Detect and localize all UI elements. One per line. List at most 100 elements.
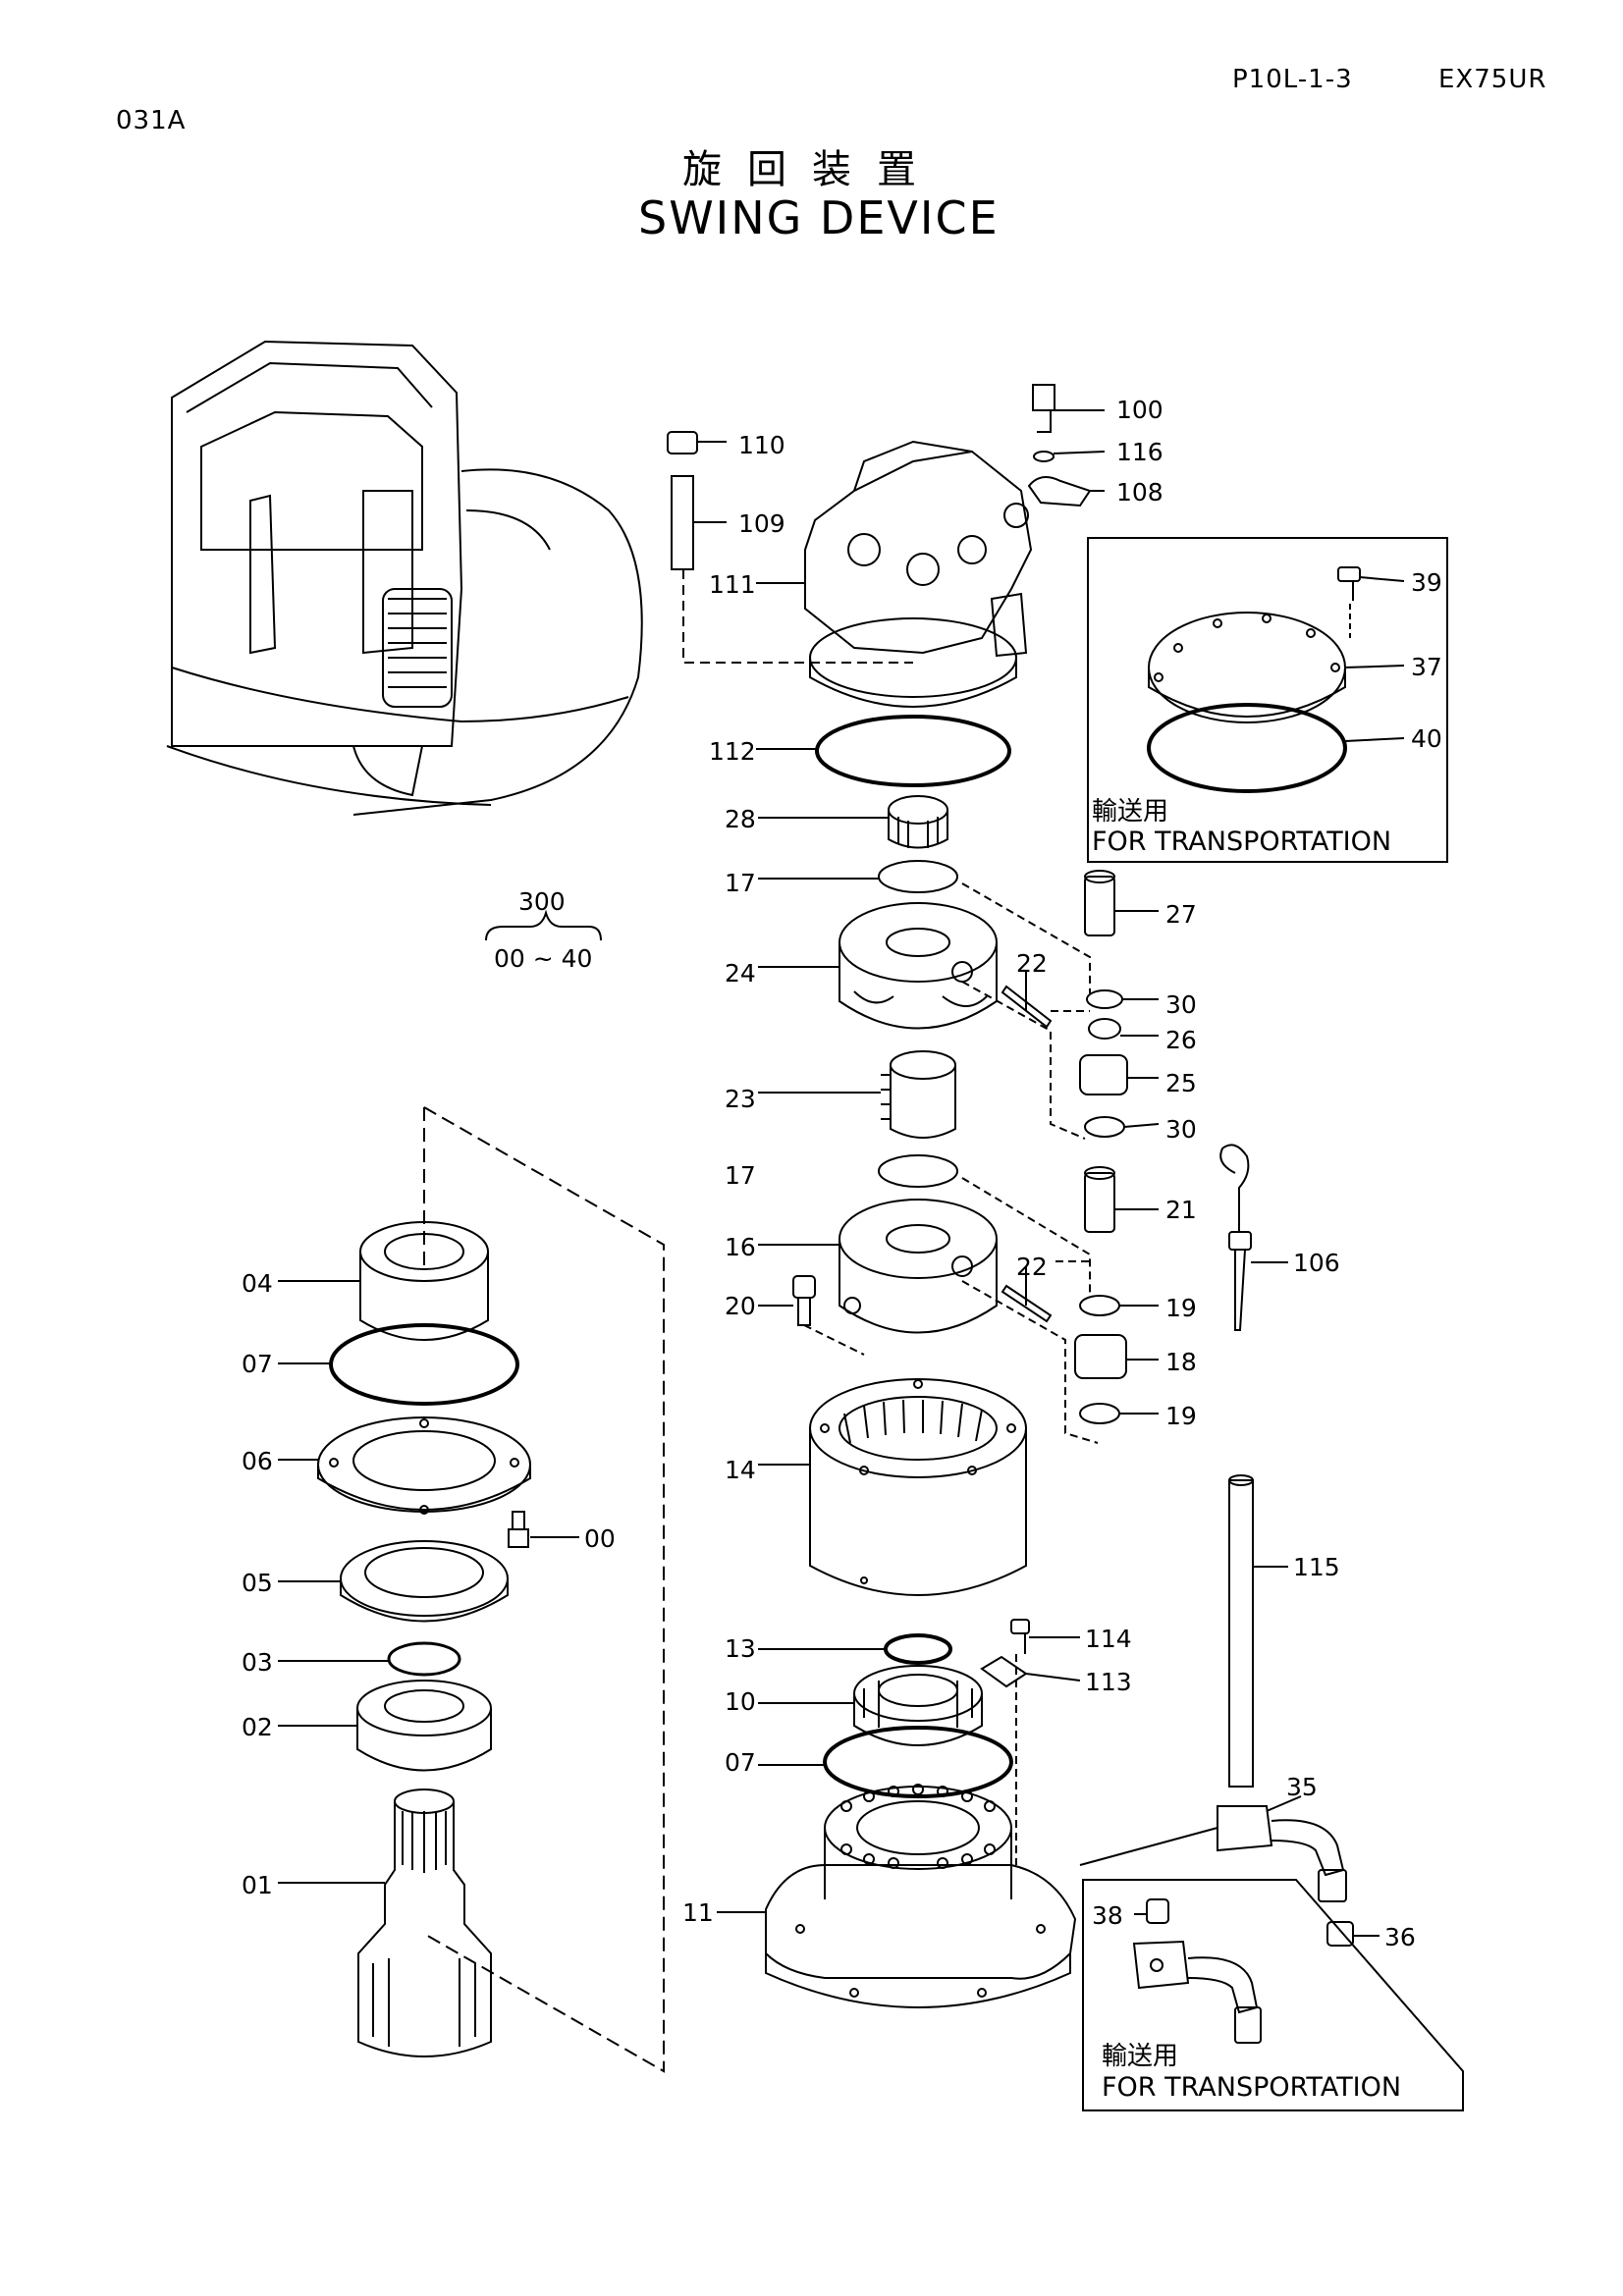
planetary-stage-2 bbox=[758, 1155, 1159, 1443]
ring-gear-14 bbox=[758, 1379, 1026, 1595]
part-label-108: 108 bbox=[1116, 478, 1163, 507]
gear-25 bbox=[1080, 1055, 1127, 1095]
washer-19b bbox=[1080, 1404, 1119, 1423]
bolt-114 bbox=[1011, 1620, 1029, 1633]
ring-03 bbox=[389, 1643, 460, 1675]
part-label-16: 16 bbox=[725, 1233, 756, 1261]
part-label-30a: 30 bbox=[1165, 990, 1197, 1019]
part-label-114: 114 bbox=[1085, 1625, 1132, 1653]
cap-36 bbox=[1327, 1922, 1353, 1946]
o-ring-07a bbox=[331, 1325, 517, 1404]
hydraulic-motor-assembly bbox=[668, 385, 1105, 848]
part-label-19a: 19 bbox=[1165, 1294, 1197, 1322]
excavator-illustration bbox=[167, 342, 642, 815]
part-label-13: 13 bbox=[725, 1634, 756, 1663]
assembly-range: 00 ~ 40 bbox=[494, 944, 593, 973]
part-label-04: 04 bbox=[242, 1269, 273, 1298]
dipstick-and-drain bbox=[1080, 1145, 1380, 1946]
washer-19a bbox=[1080, 1296, 1119, 1315]
pin-21 bbox=[1085, 1173, 1114, 1232]
part-label-02: 02 bbox=[242, 1713, 273, 1741]
bolt-20 bbox=[793, 1276, 815, 1298]
part-label-00: 00 bbox=[584, 1524, 616, 1553]
thrust-plate-17a bbox=[879, 861, 957, 892]
part-label-39: 39 bbox=[1411, 568, 1442, 597]
part-label-35: 35 bbox=[1286, 1773, 1318, 1801]
elbow-35 bbox=[1217, 1806, 1271, 1850]
needle-26 bbox=[1089, 1019, 1120, 1039]
title-japanese: 旋回装置 bbox=[682, 147, 942, 192]
part-label-111: 111 bbox=[709, 570, 756, 599]
transport-box-1-caption: FOR TRANSPORTATION bbox=[1092, 827, 1392, 857]
part-label-17b: 17 bbox=[725, 1161, 756, 1190]
part-label-30b: 30 bbox=[1165, 1115, 1197, 1144]
housing-11 bbox=[825, 1787, 1011, 1869]
part-label-27: 27 bbox=[1165, 900, 1197, 929]
o-ring-112 bbox=[817, 717, 1009, 785]
part-label-07a: 07 bbox=[242, 1350, 273, 1378]
part-label-11: 11 bbox=[682, 1898, 714, 1927]
part-label-110: 110 bbox=[738, 431, 785, 459]
pin-27 bbox=[1085, 877, 1114, 935]
left-part-stack bbox=[278, 1107, 664, 2071]
bolt-100 bbox=[1033, 385, 1055, 410]
washer-30a bbox=[1087, 990, 1122, 1008]
transport-inset-1 bbox=[1088, 538, 1447, 862]
planetary-stage-1 bbox=[758, 861, 1159, 1139]
o-ring-07b bbox=[825, 1728, 1011, 1796]
dipstick-106 bbox=[1220, 1145, 1248, 1232]
part-label-40: 40 bbox=[1411, 724, 1442, 753]
part-label-115: 115 bbox=[1293, 1553, 1340, 1581]
part-label-26: 26 bbox=[1165, 1026, 1197, 1054]
part-label-17a: 17 bbox=[725, 869, 756, 897]
transport-box-2-jp: 輸送用 bbox=[1102, 2042, 1179, 2071]
model-code: EX75UR bbox=[1438, 65, 1547, 94]
snap-ring-13 bbox=[886, 1635, 950, 1663]
part-label-20: 20 bbox=[725, 1292, 756, 1320]
washer-116 bbox=[1034, 452, 1054, 461]
part-label-100: 100 bbox=[1116, 396, 1163, 424]
part-label-37: 37 bbox=[1411, 653, 1442, 681]
part-label-106: 106 bbox=[1293, 1249, 1340, 1277]
part-label-06: 06 bbox=[242, 1447, 273, 1475]
part-label-112: 112 bbox=[709, 737, 756, 766]
pin-22a bbox=[1002, 987, 1051, 1027]
title-english: SWING DEVICE bbox=[638, 191, 1000, 244]
part-label-01: 01 bbox=[242, 1871, 273, 1899]
o-ring-40 bbox=[1149, 705, 1345, 791]
part-label-116: 116 bbox=[1116, 438, 1163, 466]
part-label-25: 25 bbox=[1165, 1069, 1197, 1097]
assembly-brace bbox=[486, 913, 601, 940]
plate-108 bbox=[1029, 477, 1090, 506]
gear-18 bbox=[1075, 1335, 1126, 1378]
washer-30b bbox=[1085, 1117, 1124, 1137]
bearing-02 bbox=[357, 1681, 491, 1735]
transport-inset-2 bbox=[1083, 1880, 1463, 2110]
part-label-19b: 19 bbox=[1165, 1402, 1197, 1430]
part-label-05: 05 bbox=[242, 1569, 273, 1597]
pin-22b bbox=[1002, 1286, 1051, 1321]
thrust-plate-17b bbox=[879, 1155, 957, 1187]
part-label-36: 36 bbox=[1384, 1923, 1416, 1951]
part-label-07b: 07 bbox=[725, 1748, 756, 1777]
motor-111 bbox=[805, 452, 1031, 653]
transport-box-2-caption: FOR TRANSPORTATION bbox=[1102, 2072, 1402, 2103]
part-label-03: 03 bbox=[242, 1648, 273, 1677]
transport-box-1-jp: 輸送用 bbox=[1092, 797, 1169, 827]
bolt-39 bbox=[1338, 567, 1360, 581]
cap-110 bbox=[668, 432, 697, 454]
sun-gear-23 bbox=[891, 1051, 955, 1079]
assembly-number: 300 bbox=[518, 887, 566, 916]
part-label-22b: 22 bbox=[1016, 1253, 1048, 1281]
lower-housing-stack bbox=[717, 1620, 1080, 2007]
part-label-23: 23 bbox=[725, 1085, 756, 1113]
part-label-22a: 22 bbox=[1016, 949, 1048, 978]
page-code: P10L-1-3 bbox=[1232, 65, 1353, 94]
carrier-24 bbox=[839, 903, 997, 982]
pipe-115 bbox=[1229, 1480, 1253, 1787]
part-label-28: 28 bbox=[725, 805, 756, 833]
plate-113 bbox=[982, 1657, 1026, 1686]
plug-38 bbox=[1147, 1899, 1168, 1923]
part-label-113: 113 bbox=[1085, 1668, 1132, 1696]
